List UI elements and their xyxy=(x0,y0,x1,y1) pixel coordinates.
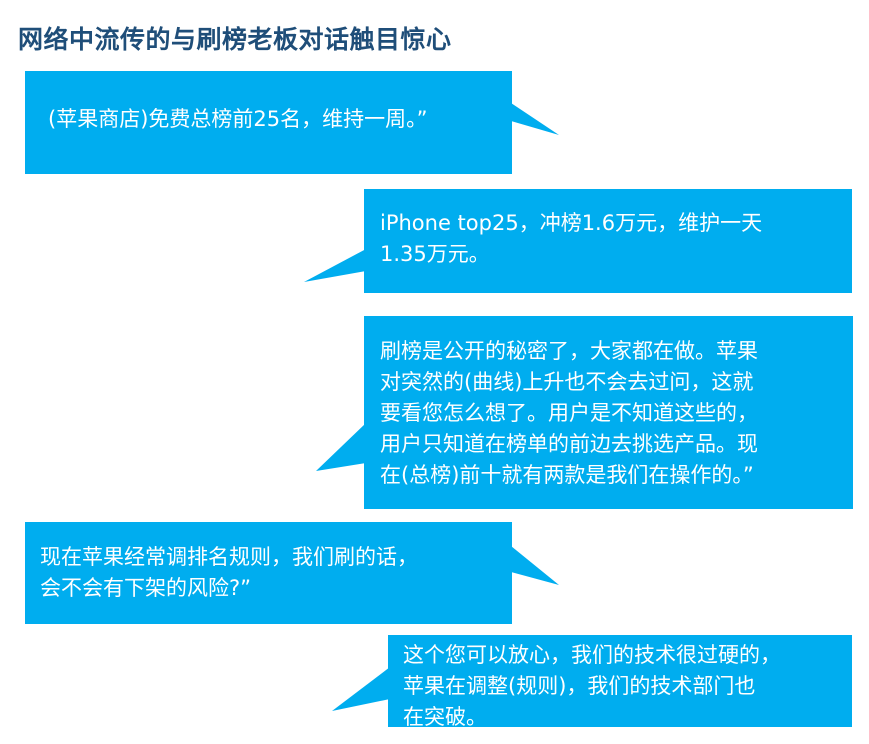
bubble-line: 用户只知道在榜单的前边去挑选产品。现 xyxy=(380,432,758,456)
bubble-line: 苹果在调整(规则)，我们的技术部门也 xyxy=(403,674,756,698)
bubble-line: 这个您可以放心，我们的技术很过硬的， xyxy=(403,643,781,667)
speech-bubble-2: iPhone top25，冲榜1.6万元，维护一天 1.35万元。 xyxy=(304,189,852,293)
bubble-line: 在(总榜)前十就有两款是我们在操作的。” xyxy=(380,463,754,487)
speech-bubble-4: 现在苹果经常调排名规则，我们刷的话， 会不会有下架的风险?” xyxy=(25,522,559,624)
bubble-line: 现在苹果经常调排名规则，我们刷的话， xyxy=(40,545,418,569)
bubble-tail-left xyxy=(332,667,390,711)
bubble-line: 刷榜是公开的秘密了，大家都在做。苹果 xyxy=(380,339,758,363)
bubble-4-text: 现在苹果经常调排名规则，我们刷的话， 会不会有下架的风险?” xyxy=(40,542,512,604)
bubble-line: 1.35万元。 xyxy=(380,242,490,266)
speech-bubble-5: 这个您可以放心，我们的技术很过硬的， 苹果在调整(规则)，我们的技术部门也 在突… xyxy=(332,635,852,729)
bubble-2-text: iPhone top25，冲榜1.6万元，维护一天 1.35万元。 xyxy=(380,208,852,270)
bubble-line: 会不会有下架的风险?” xyxy=(40,576,252,600)
speech-bubble-1: (苹果商店)免费总榜前25名，维持一周。” xyxy=(25,71,559,174)
bubble-3-text: 刷榜是公开的秘密了，大家都在做。苹果 对突然的(曲线)上升也不会去过问，这就 要… xyxy=(380,336,853,491)
bubble-5-text: 这个您可以放心，我们的技术很过硬的， 苹果在调整(规则)，我们的技术部门也 在突… xyxy=(403,640,852,733)
bubble-1-text: (苹果商店)免费总榜前25名，维持一周。” xyxy=(48,104,512,135)
bubble-line: 要看您怎么想了。用户是不知道这些的， xyxy=(380,401,758,425)
bubble-line: 在突破。 xyxy=(403,705,487,729)
bubble-tail-left xyxy=(304,249,366,282)
bubble-tail-left xyxy=(316,423,366,471)
bubble-line: 对突然的(曲线)上升也不会去过问，这就 xyxy=(380,370,754,394)
bubble-line: (苹果商店)免费总榜前25名，维持一周。” xyxy=(48,107,428,131)
bubble-tail-right xyxy=(511,103,559,135)
bubble-tail-right xyxy=(511,546,559,585)
speech-bubble-3: 刷榜是公开的秘密了，大家都在做。苹果 对突然的(曲线)上升也不会去过问，这就 要… xyxy=(316,316,853,509)
page-title: 网络中流传的与刷榜老板对话触目惊心 xyxy=(18,25,452,54)
bubble-line: iPhone top25，冲榜1.6万元，维护一天 xyxy=(380,211,763,235)
